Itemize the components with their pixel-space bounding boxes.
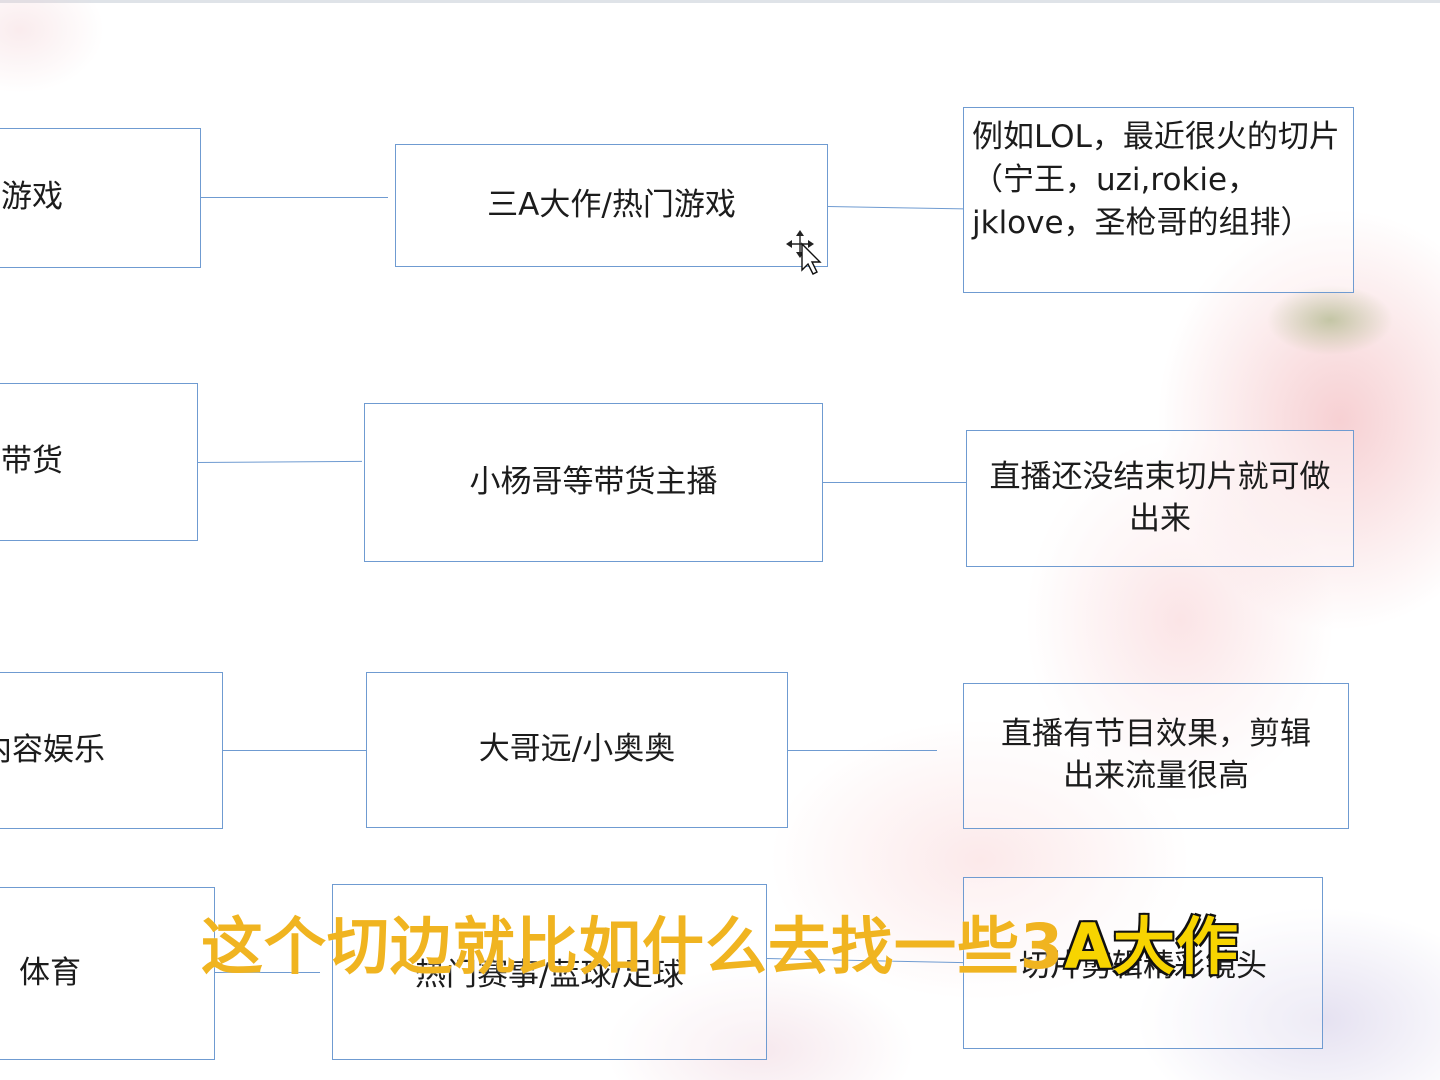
subtitle-highlight: A大作 (1064, 910, 1240, 983)
example-box-sales[interactable]: 小杨哥等带货主播 (364, 403, 823, 562)
category-label: 体育 (19, 954, 81, 991)
video-subtitle: 这个切边就比如什么去找一些3A大作 (0, 896, 1440, 986)
category-label: 带货 (1, 443, 63, 480)
category-box-sports[interactable]: 体育 (0, 887, 215, 1060)
category-label: 内容娱乐 (0, 731, 105, 768)
note-label: 直播还没结束切片就可做出来 (989, 458, 1331, 537)
example-box-sports[interactable]: 热门赛事/蓝球/足球 (332, 884, 767, 1060)
category-box-entertainment[interactable]: 内容娱乐 (0, 672, 223, 829)
category-label: 游戏 (1, 179, 63, 216)
note-box-entertainment[interactable]: 直播有节目效果，剪辑出来流量很高 (963, 683, 1349, 829)
category-box-sales[interactable]: 带货 (0, 383, 198, 541)
note-box-sports[interactable]: 切片剪辑精彩镜头 (963, 877, 1323, 1049)
subtitle-text: 这个切边就比如什么去找一些3 (200, 910, 1065, 983)
note-label: 例如LOL，最近很火的切片（宁王，uzi,rokie，jklove，圣枪哥的组排… (972, 119, 1340, 241)
category-box-game[interactable]: 游戏 (0, 128, 201, 268)
connector-line (827, 206, 964, 210)
note-box-sales[interactable]: 直播还没结束切片就可做出来 (966, 430, 1354, 567)
connector-line (222, 750, 367, 751)
note-label: 直播有节目效果，剪辑出来流量很高 (1001, 716, 1311, 794)
example-label: 大哥远/小奥奥 (478, 731, 676, 768)
connector-line (197, 460, 363, 463)
connector-line (200, 197, 388, 198)
example-label: 小杨哥等带货主播 (469, 463, 718, 500)
note-box-game[interactable]: 例如LOL，最近很火的切片（宁王，uzi,rokie，jklove，圣枪哥的组排… (963, 107, 1354, 293)
connector-line (214, 972, 320, 973)
top-border (0, 0, 1440, 3)
example-label: 三A大作/热门游戏 (487, 186, 736, 223)
move-cursor-icon (786, 230, 822, 275)
example-box-entertainment[interactable]: 大哥远/小奥奥 (366, 672, 788, 828)
connector-line (787, 750, 937, 751)
note-label: 切片剪辑精彩镜头 (1019, 948, 1267, 984)
example-box-game[interactable]: 三A大作/热门游戏 (395, 144, 828, 267)
connector-line (823, 482, 967, 483)
example-label: 热门赛事/蓝球/足球 (415, 957, 684, 993)
